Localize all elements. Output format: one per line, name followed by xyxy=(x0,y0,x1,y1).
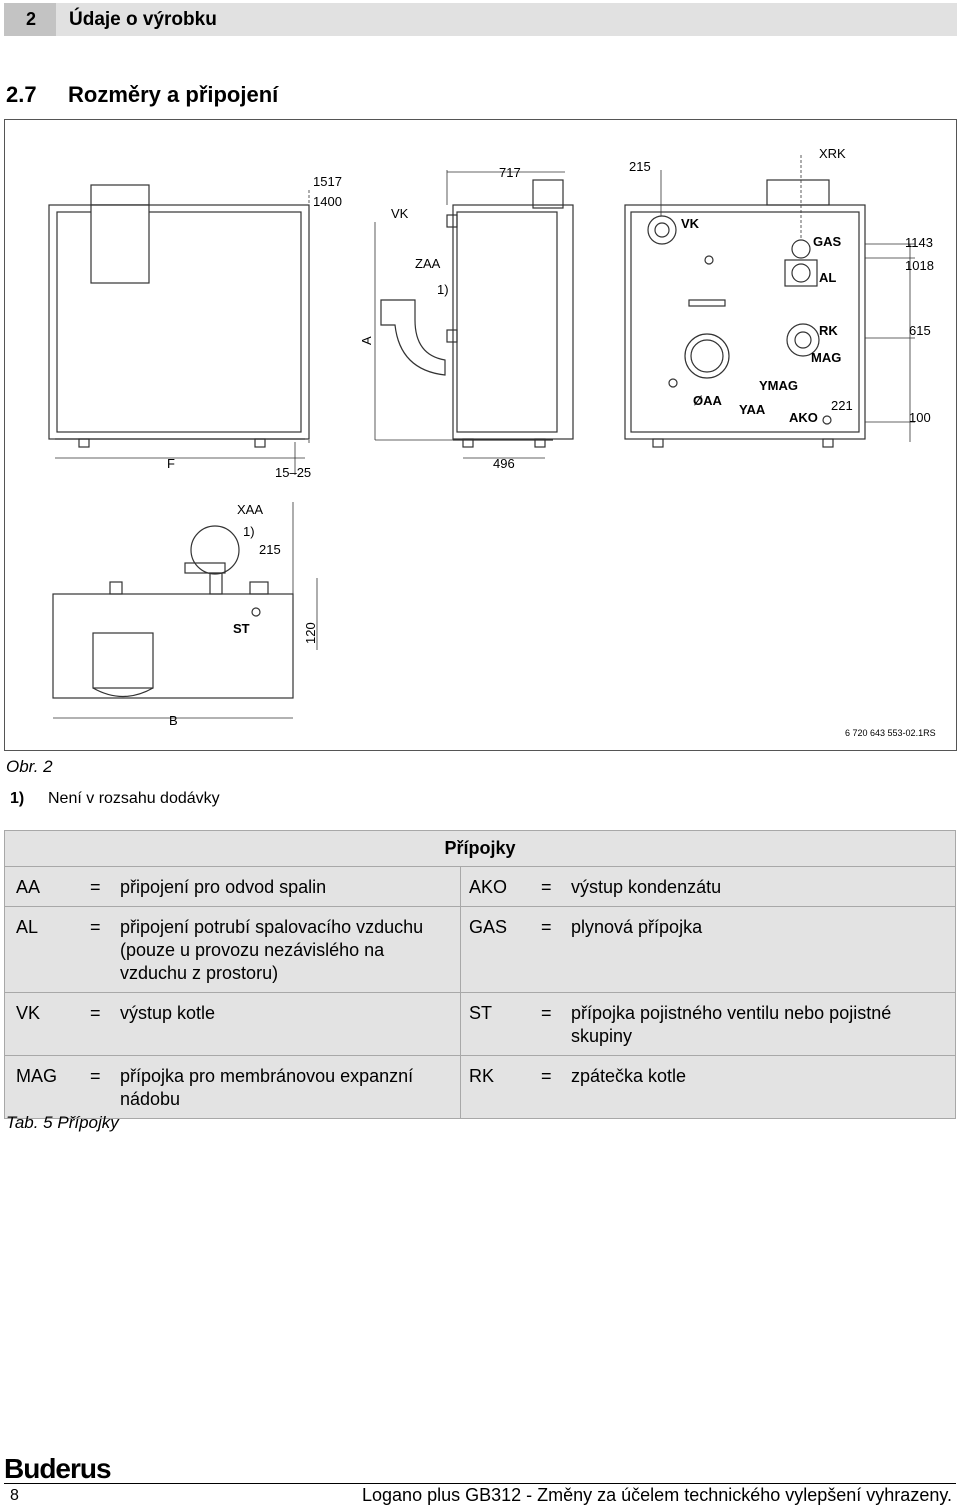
figure-caption: Obr. 2 xyxy=(6,757,53,776)
row-eq: = xyxy=(541,1066,552,1086)
label-ako: AKO xyxy=(789,410,818,425)
row-key: AL xyxy=(16,917,39,937)
chapter-title: Údaje o výrobku xyxy=(69,9,217,30)
label-note1: 1) xyxy=(437,282,449,297)
row-key: VK xyxy=(16,1003,41,1023)
section-title: Rozměry a připojení xyxy=(68,82,279,107)
dim-215: 215 xyxy=(629,159,651,174)
label-f: F xyxy=(167,456,175,471)
chapter-header: 2 Údaje o výrobku xyxy=(4,3,957,36)
label-gas: GAS xyxy=(813,234,842,249)
table-title: Přípojky xyxy=(4,830,956,867)
dimension-drawing: 1517 1400 VK ZAA 1) 717 A F 15–25 496 21… xyxy=(4,119,957,751)
dim-221: 221 xyxy=(831,398,853,413)
dim-100: 100 xyxy=(909,410,931,425)
dim-1517: 1517 xyxy=(313,174,342,189)
row-eq: = xyxy=(90,877,101,897)
label-vk-rear: VK xyxy=(681,216,700,231)
label-rk: RK xyxy=(819,323,838,338)
row-value: připojení pro odvod spalin xyxy=(120,877,327,897)
label-st: ST xyxy=(233,621,250,636)
row-value: přípojka pojistného ventilu nebo pojistn… xyxy=(571,1003,892,1046)
row-value: přípojka pro membránovou expanzní nádobu xyxy=(120,1066,414,1109)
connections-table: Přípojky AA = připojení pro odvod spalin A… xyxy=(4,830,956,1119)
row-eq: = xyxy=(541,917,552,937)
table-row: MAG = přípojka pro membránovou expanzní ná… xyxy=(4,1055,956,1119)
label-xrk: XRK xyxy=(819,146,846,161)
label-al: AL xyxy=(819,270,836,285)
section-heading: 2.7 Rozměry a připojení xyxy=(6,82,278,108)
row-key: AKO xyxy=(469,877,508,897)
footnote-marker: 1) xyxy=(10,790,25,807)
side-view xyxy=(374,170,574,459)
footer-text: Logano plus GB312 - Změny za účelem tech… xyxy=(362,1485,952,1505)
row-value: připojení potrubí spalovacího vzduchu (p… xyxy=(120,917,424,983)
dim-1400: 1400 xyxy=(313,194,342,209)
dim-615: 615 xyxy=(909,323,931,338)
footnote: 1) Není v rozsahu dodávky xyxy=(10,790,220,808)
footnote-text: Není v rozsahu dodávky xyxy=(48,790,220,807)
table-caption: Tab. 5 Přípojky xyxy=(6,1113,119,1132)
label-vk-side: VK xyxy=(391,206,409,221)
chapter-number: 2 xyxy=(4,3,56,36)
table-row: AL = připojení potrubí spalovacího vzduchu… xyxy=(4,906,956,993)
label-note1b: 1) xyxy=(243,524,255,539)
page-number: 8 xyxy=(10,1487,19,1504)
row-value: zpátečka kotle xyxy=(571,1066,687,1086)
label-ymag: YMAG xyxy=(759,378,798,393)
row-key: ST xyxy=(469,1003,493,1023)
top-view xyxy=(52,502,318,719)
front-view xyxy=(48,184,310,475)
dim-717: 717 xyxy=(499,165,521,180)
row-value: výstup kondenzátu xyxy=(571,877,722,897)
rear-view xyxy=(624,155,915,448)
row-value: výstup kotle xyxy=(120,1003,216,1023)
section-number: 2.7 xyxy=(6,82,37,107)
label-yaa: YAA xyxy=(739,402,766,417)
brand-logo: Buderus xyxy=(4,1453,112,1484)
row-value: plynová přípojka xyxy=(571,917,703,937)
row-eq: = xyxy=(541,877,552,897)
row-eq: = xyxy=(90,1066,101,1086)
label-xaa: XAA xyxy=(237,502,263,517)
footer-rule xyxy=(4,1483,956,1484)
drawing-code: 6 720 643 553-02.1RS xyxy=(845,728,936,738)
dim-1018: 1018 xyxy=(905,258,934,273)
row-key: RK xyxy=(469,1066,495,1086)
table-row: VK = výstup kotle ST = přípojka pojistného v… xyxy=(4,992,956,1056)
row-eq: = xyxy=(90,1003,101,1023)
boiler-drawing: 1517 1400 VK ZAA 1) 717 A F 15–25 496 21… xyxy=(48,146,936,738)
row-eq: = xyxy=(541,1003,552,1023)
dim-1143: 1143 xyxy=(905,235,933,250)
row-key: AA xyxy=(16,877,41,897)
table-row: AA = připojení pro odvod spalin AKO = výstup… xyxy=(4,866,956,907)
label-mag: MAG xyxy=(811,350,841,365)
dim-15-25: 15–25 xyxy=(275,465,311,480)
label-zaa: ZAA xyxy=(415,256,441,271)
label-b: B xyxy=(169,713,178,728)
label-oaa: ØAA xyxy=(693,393,723,408)
dim-120: 120 xyxy=(303,622,318,644)
row-key: MAG xyxy=(16,1066,58,1086)
row-key: GAS xyxy=(469,917,508,937)
row-eq: = xyxy=(90,917,101,937)
dim-496: 496 xyxy=(493,456,515,471)
label-a: A xyxy=(359,336,374,345)
dim-215b: 215 xyxy=(259,542,281,557)
